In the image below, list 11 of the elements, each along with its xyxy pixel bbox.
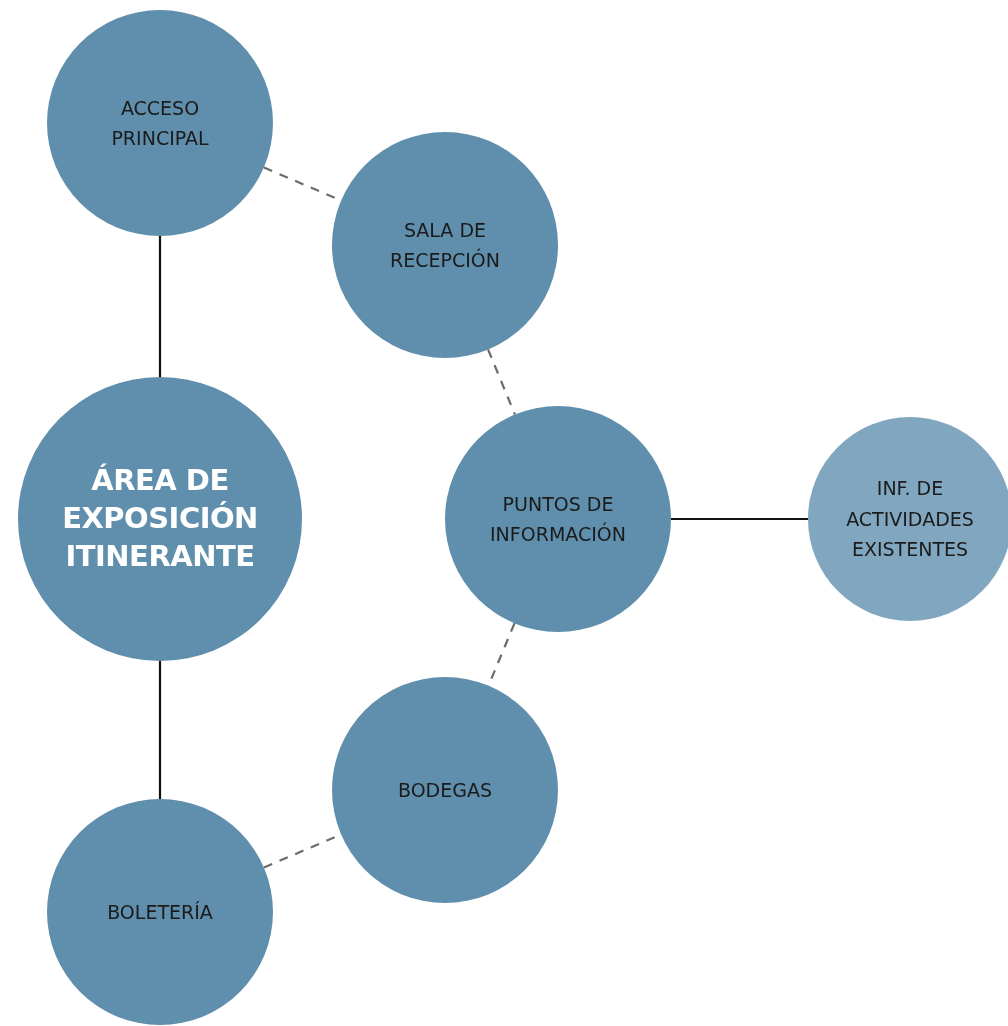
node-label: PUNTOS DE INFORMACIÓN xyxy=(489,491,627,547)
dashed-connector xyxy=(487,349,516,415)
node-label: ACCESO PRINCIPAL xyxy=(110,95,210,151)
node-label: INF. DE ACTIVIDADES EXISTENTES xyxy=(845,476,975,563)
connector-line xyxy=(671,517,808,521)
node-label: ÁREA DE EXPOSICIÓN ITINERANTE xyxy=(61,462,259,575)
node-label: SALA DE RECEPCIÓN xyxy=(389,217,501,273)
connector-line xyxy=(158,661,162,799)
connector-line xyxy=(158,236,162,377)
node-label: BODEGAS xyxy=(397,777,493,803)
node-label: BOLETERÍA xyxy=(107,899,213,925)
